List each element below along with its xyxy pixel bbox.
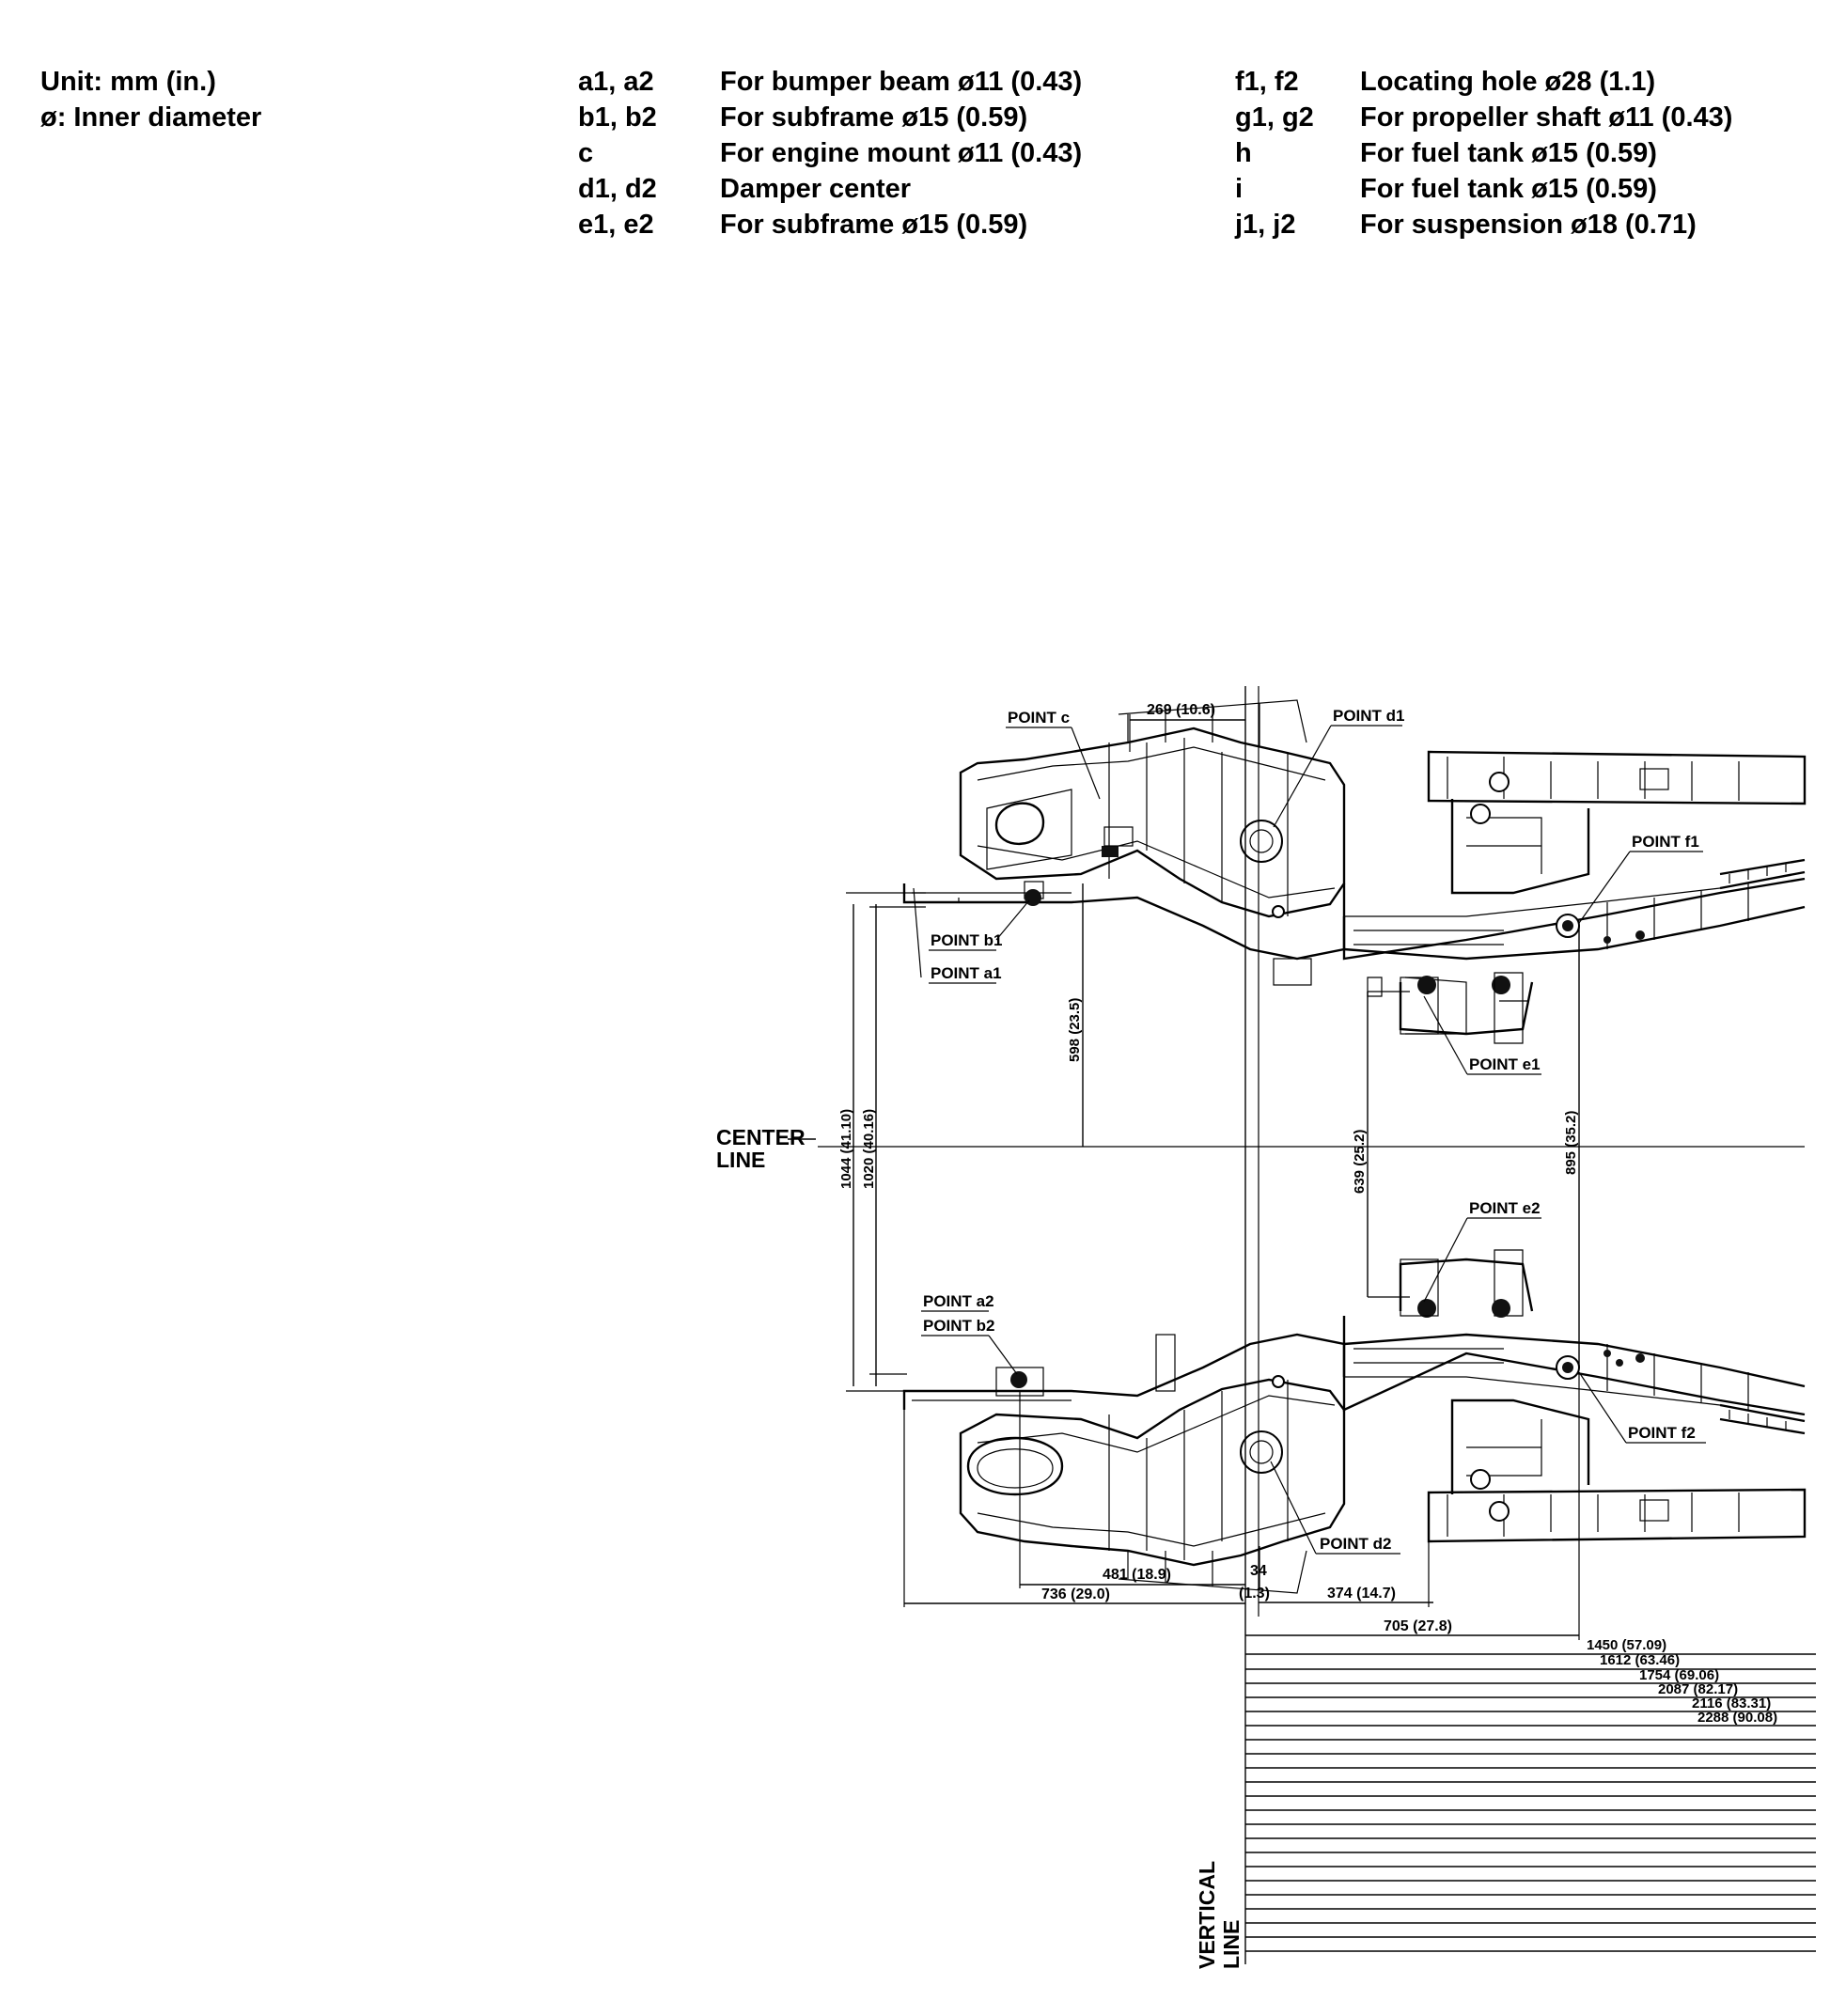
legend-code: j1, j2 [1235,210,1296,240]
legend-code: h [1235,138,1252,168]
dim-34: 34 [1250,1563,1267,1579]
dimensions: 269 (10.6) 1044 (41.10) 1020 (40.16) 598… [838,702,1816,1952]
dim-1450: 1450 (57.09) [1587,1637,1666,1653]
lower-front-frame-rail [902,1249,1807,1594]
dim-2087: 2087 (82.17) [1658,1681,1738,1697]
legend-desc: For suspension ø18 (0.71) [1360,210,1697,240]
point-labels: POINT c POINT d1 POINT f1 POINT b1 POINT… [913,707,1706,1555]
diameter-note: ø: Inner diameter [40,102,262,133]
dim-374: 374 (14.7) [1327,1586,1396,1602]
unit-note: Unit: mm (in.) [40,67,216,97]
legend-desc-col-1: For bumper beam ø11 (0.43) For subframe … [720,64,1082,242]
point-b2-label: POINT b2 [923,1317,995,1335]
dim-895: 895 (35.2) [1563,1111,1579,1175]
dim-34-inches: (1.3) [1239,1586,1270,1602]
vertical-line-label: VERTICAL [1195,1861,1219,1969]
dim-269: 269 (10.6) [1147,702,1215,718]
dim-1612: 1612 (63.46) [1600,1652,1680,1668]
point-e2-label: POINT e2 [1469,1199,1541,1217]
point-e1-label: POINT e1 [1469,1055,1541,1073]
legend-code: c [578,138,594,168]
dim-2116: 2116 (83.31) [1692,1696,1771,1711]
legend-desc: Damper center [720,174,912,204]
legend-desc: For bumper beam ø11 (0.43) [720,67,1083,97]
dim-598: 598 (23.5) [1067,998,1083,1062]
point-a1-label: POINT a1 [931,964,1002,982]
legend-desc: Locating hole ø28 (1.1) [1360,67,1656,97]
legend-desc: For engine mount ø11 (0.43) [720,138,1083,168]
legend-codes-col-1: a1, a2 b1, b2 c d1, d2 e1, e2 [578,64,657,242]
point-c-label: POINT c [1008,709,1070,727]
dim-2288: 2288 (90.08) [1697,1710,1777,1726]
legend-code: b1, b2 [578,102,657,133]
upper-front-frame-rail [902,699,1807,1044]
dim-481: 481 (18.9) [1103,1567,1171,1583]
point-d1-label: POINT d1 [1333,707,1405,725]
legend-desc: For subframe ø15 (0.59) [720,102,1028,133]
legend-code: g1, g2 [1235,102,1314,133]
point-d2-label: POINT d2 [1320,1535,1392,1553]
legend-code: f1, f2 [1235,67,1299,97]
legend-desc: For propeller shaft ø11 (0.43) [1360,102,1733,133]
point-f1-label: POINT f1 [1632,833,1699,851]
legend-code: a1, a2 [578,67,654,97]
dim-1044: 1044 (41.10) [838,1109,854,1189]
dim-1754: 1754 (69.06) [1639,1667,1719,1683]
legend-code: i [1235,174,1244,204]
legend-desc: For fuel tank ø15 (0.59) [1360,174,1657,204]
legend-code: e1, e2 [578,210,654,240]
dim-705: 705 (27.8) [1384,1618,1452,1634]
legend-desc: For subframe ø15 (0.59) [720,210,1028,240]
legend-codes-col-2: f1, f2 g1, g2 h i j1, j2 [1235,64,1314,242]
legend-desc-col-2: Locating hole ø28 (1.1) For propeller sh… [1360,64,1732,242]
vertical-line-label: LINE [1219,1920,1244,1969]
legend-desc: For fuel tank ø15 (0.59) [1360,138,1657,168]
dim-736: 736 (29.0) [1041,1586,1110,1602]
dim-639: 639 (25.2) [1352,1130,1368,1194]
point-f2-label: POINT f2 [1628,1424,1696,1442]
center-line-label: CENTER [716,1125,806,1149]
point-a2-label: POINT a2 [923,1292,994,1310]
dim-1020: 1020 (40.16) [861,1109,877,1189]
legend-code: d1, d2 [578,174,657,204]
center-line-label: LINE [716,1148,765,1172]
point-b1-label: POINT b1 [931,931,1003,949]
